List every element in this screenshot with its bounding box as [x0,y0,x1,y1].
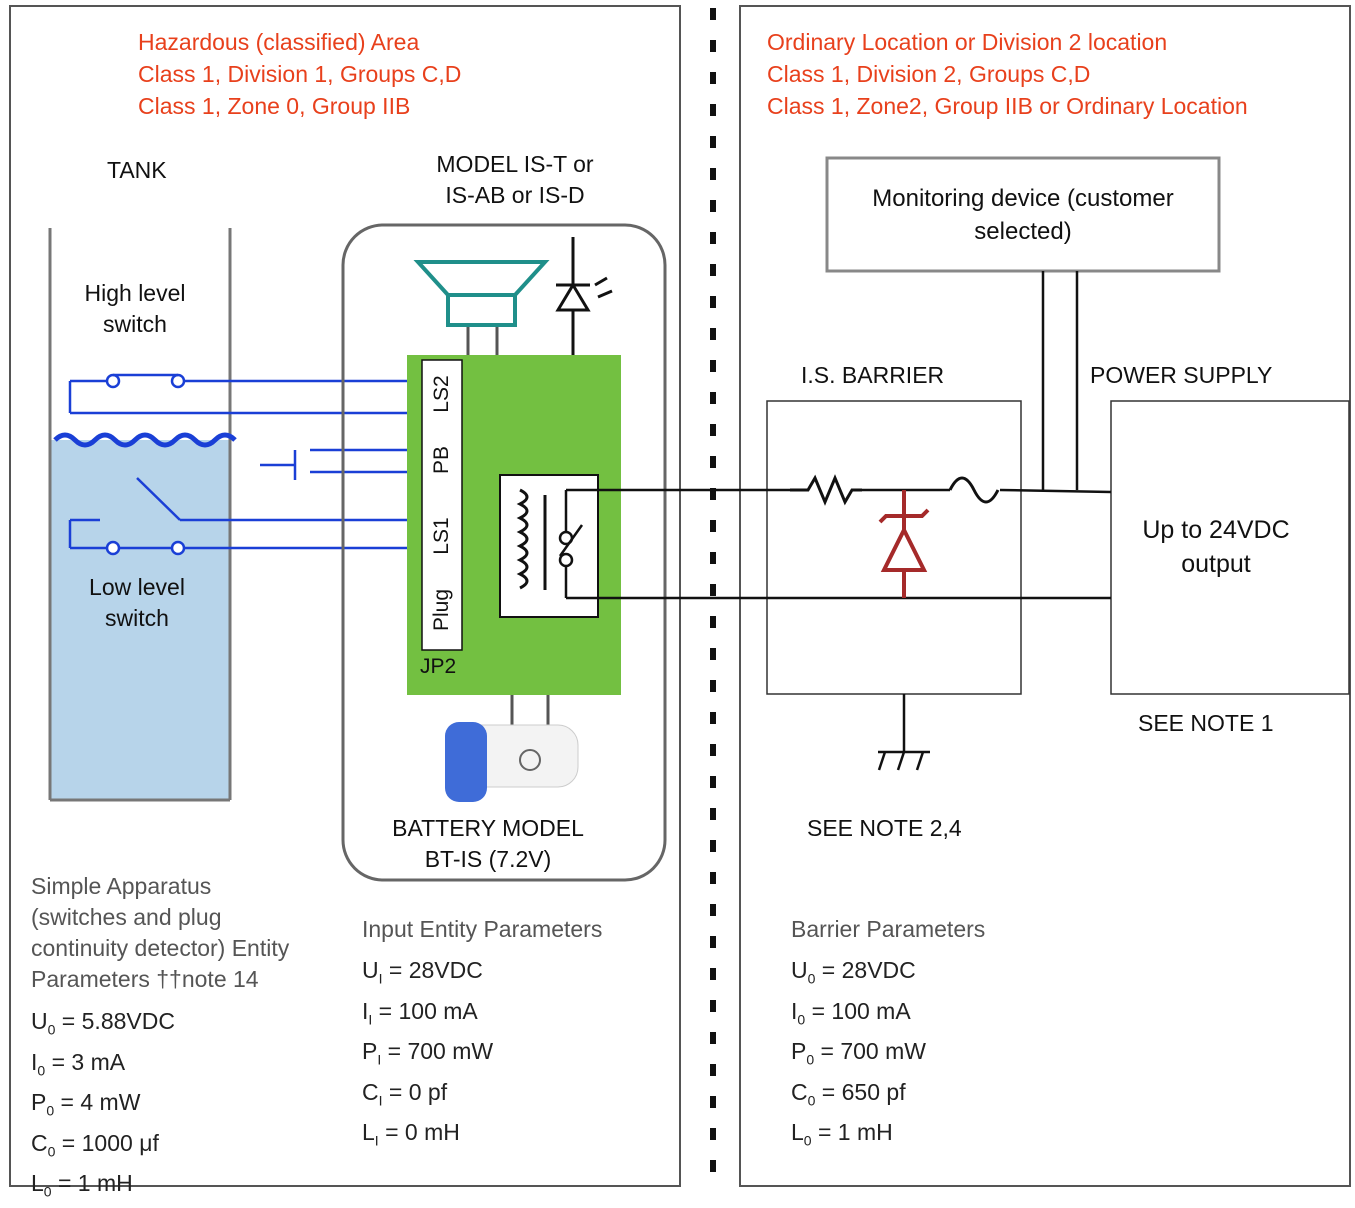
barrier-params: U0 = 28VDC I0 = 100 mA P0 = 700 mW C0 = … [791,954,926,1157]
ordinary-location-line3: Class 1, Zone2, Group IIB or Ordinary Lo… [767,93,1248,119]
battery-icon [445,695,579,802]
barrier-note: SEE NOTE 2,4 [807,815,962,841]
param-row: C0 = 650 pf [791,1078,906,1109]
param-row: L0 = 1 mH [791,1119,893,1149]
param-row: CI = 0 pf [362,1078,448,1109]
high-switch-label-2: switch [103,311,167,337]
param-row: U0 = 5.88VDC [31,1008,175,1038]
hazardous-area-box [9,5,681,1187]
battery-label-1: BATTERY MODEL [392,815,584,841]
relay-contact-icon [558,490,584,598]
ordinary-location-line2: Class 1, Division 2, Groups C,D [767,61,1091,87]
simple-apparatus-title-4: Parameters ††note 14 [31,966,259,992]
led-icon [555,237,613,355]
monitoring-label-2: selected) [974,218,1072,245]
power-supply-note: SEE NOTE 1 [1138,710,1274,736]
high-switch-label-1: High level [84,280,186,306]
jp-label-ls1: LS1 [430,517,453,555]
fuse-icon [948,476,1000,504]
relay-coil-icon [516,488,547,590]
low-switch-label-1: Low level [89,574,185,600]
monitoring-device-box [825,156,1221,273]
push-button [260,448,420,480]
ordinary-area-box [739,5,1351,1187]
speaker-icon [413,260,550,355]
hazardous-area-line2: Class 1, Division 1, Groups C,D [138,61,462,87]
simple-apparatus-title-2: (switches and plug [31,904,222,930]
tank-label: TANK [107,157,167,183]
hazardous-area-line3: Class 1, Zone 0, Group IIB [138,93,411,119]
model-label-2: IS-AB or IS-D [445,182,585,208]
simple-apparatus-title: Simple Apparatus (switches and plug cont… [31,871,289,995]
param-row: I0 = 3 mA [31,1048,126,1079]
simple-apparatus-title-1: Simple Apparatus [31,873,212,899]
jp-label-pb: PB [430,446,453,475]
ordinary-location-line1: Ordinary Location or Division 2 location [767,29,1168,55]
power-output-1: Up to 24VDC [1142,516,1290,544]
jp-label-plug: Plug [430,588,453,632]
param-row: L0 = 1 mH [31,1170,133,1200]
simple-apparatus-params: U0 = 5.88VDC I0 = 3 mA P0 = 4 mW C0 = 10… [31,1005,175,1208]
relay [499,474,599,618]
input-entity-params: UI = 28VDC II = 100 mA PI = 700 mW CI = … [362,954,493,1157]
model-enclosure [341,223,667,882]
param-row: UI = 28VDC [362,957,483,987]
water-surface [53,432,237,448]
model-label-1: MODEL IS-T or [436,151,594,177]
barrier-params-title: Barrier Parameters [791,916,986,942]
param-row: U0 = 28VDC [791,957,916,987]
battery-label-2: BT-IS (7.2V) [424,846,552,872]
param-row: LI = 0 mH [362,1119,460,1149]
simple-apparatus-title-3: continuity detector) Entity [31,935,290,961]
jp2-label: JP2 [420,655,457,678]
power-output-2: output [1181,550,1251,578]
param-row: C0 = 1000 μf [31,1129,159,1160]
power-supply-label: POWER SUPPLY [1090,362,1273,388]
hazardous-area-line1: Hazardous (classified) Area [138,29,420,55]
param-row: II = 100 mA [362,997,478,1028]
high-level-switch [68,373,420,415]
power-supply-box [1110,400,1350,695]
input-entity-title: Input Entity Parameters [362,916,603,942]
param-row: I0 = 100 mA [791,997,911,1028]
param-row: PI = 700 mW [362,1038,494,1068]
jp-label-ls2: LS2 [430,375,453,413]
barrier-label: I.S. BARRIER [801,362,945,388]
resistor-icon [790,474,862,506]
low-switch-label-2: switch [105,605,169,631]
low-level-switch [68,477,420,556]
param-row: P0 = 700 mW [791,1038,926,1068]
zener-diode-icon [878,490,930,598]
monitoring-label-1: Monitoring device (customer [872,185,1174,212]
param-row: P0 = 4 mW [31,1089,141,1119]
jp2-header [421,359,463,651]
tank-water [50,440,230,800]
ground-icon [877,694,930,771]
